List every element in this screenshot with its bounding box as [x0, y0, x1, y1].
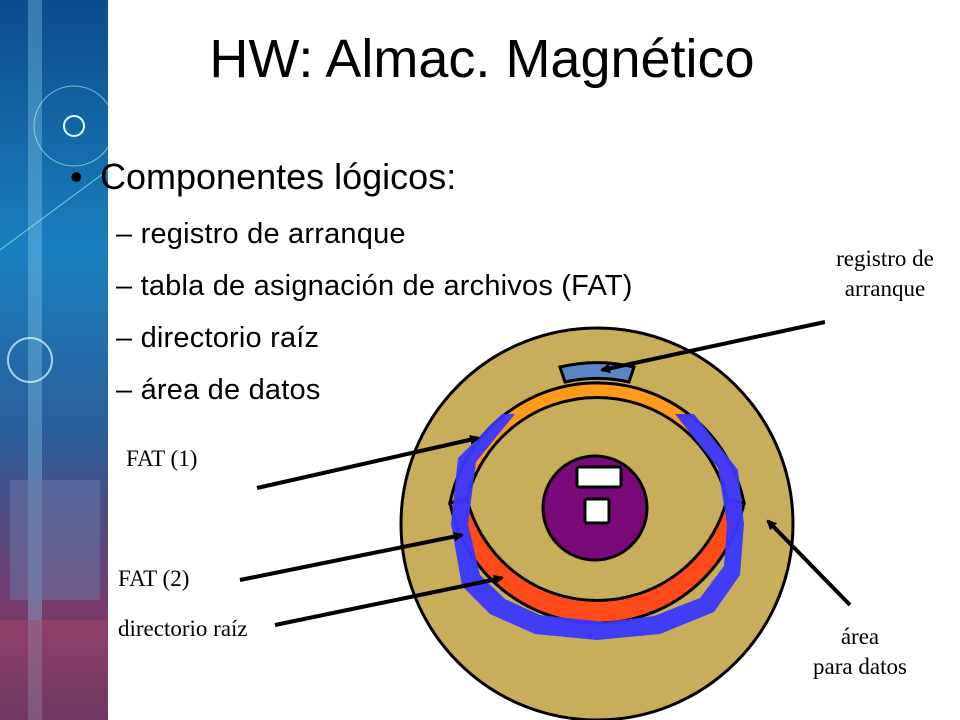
label-boot-record-line1: registro de [836, 246, 934, 271]
main-bullet-text: Componentes lógicos: [100, 156, 457, 197]
subitem-boot-record: – registro de arranque [116, 218, 406, 250]
decorative-side-image [0, 0, 108, 720]
main-bullet: • Componentes lógicos: [70, 156, 456, 198]
label-boot-record: registro de arranque [810, 246, 960, 302]
subitem-root-dir: – directorio raíz [116, 322, 320, 354]
arrow-fat2 [239, 531, 464, 582]
subitem-data-area: – área de datos [116, 374, 321, 406]
label-data-area: área para datos [780, 624, 940, 680]
label-boot-record-line2: arranque [844, 276, 926, 301]
arrow-data-area [766, 519, 852, 607]
label-root-dir: directorio raíz [118, 616, 248, 641]
subitem-fat: – tabla de asignación de archivos (FAT) [116, 270, 633, 302]
label-data-area-line1: área [840, 624, 880, 649]
hub-slot-lower [583, 497, 611, 525]
label-fat1: FAT (1) [126, 446, 198, 471]
bullet-symbol: • [70, 156, 83, 197]
arrow-boot-record [600, 320, 826, 374]
hub-slot-upper [575, 465, 623, 489]
label-data-area-line2: para datos [813, 654, 907, 679]
label-fat2: FAT (2) [118, 566, 190, 591]
slide-title: HW: Almac. Magnético [209, 29, 755, 89]
fat2-region [448, 497, 746, 625]
arrow-root-dir [274, 574, 504, 627]
root-dir-region [451, 414, 744, 640]
arrow-fat1 [256, 434, 480, 490]
